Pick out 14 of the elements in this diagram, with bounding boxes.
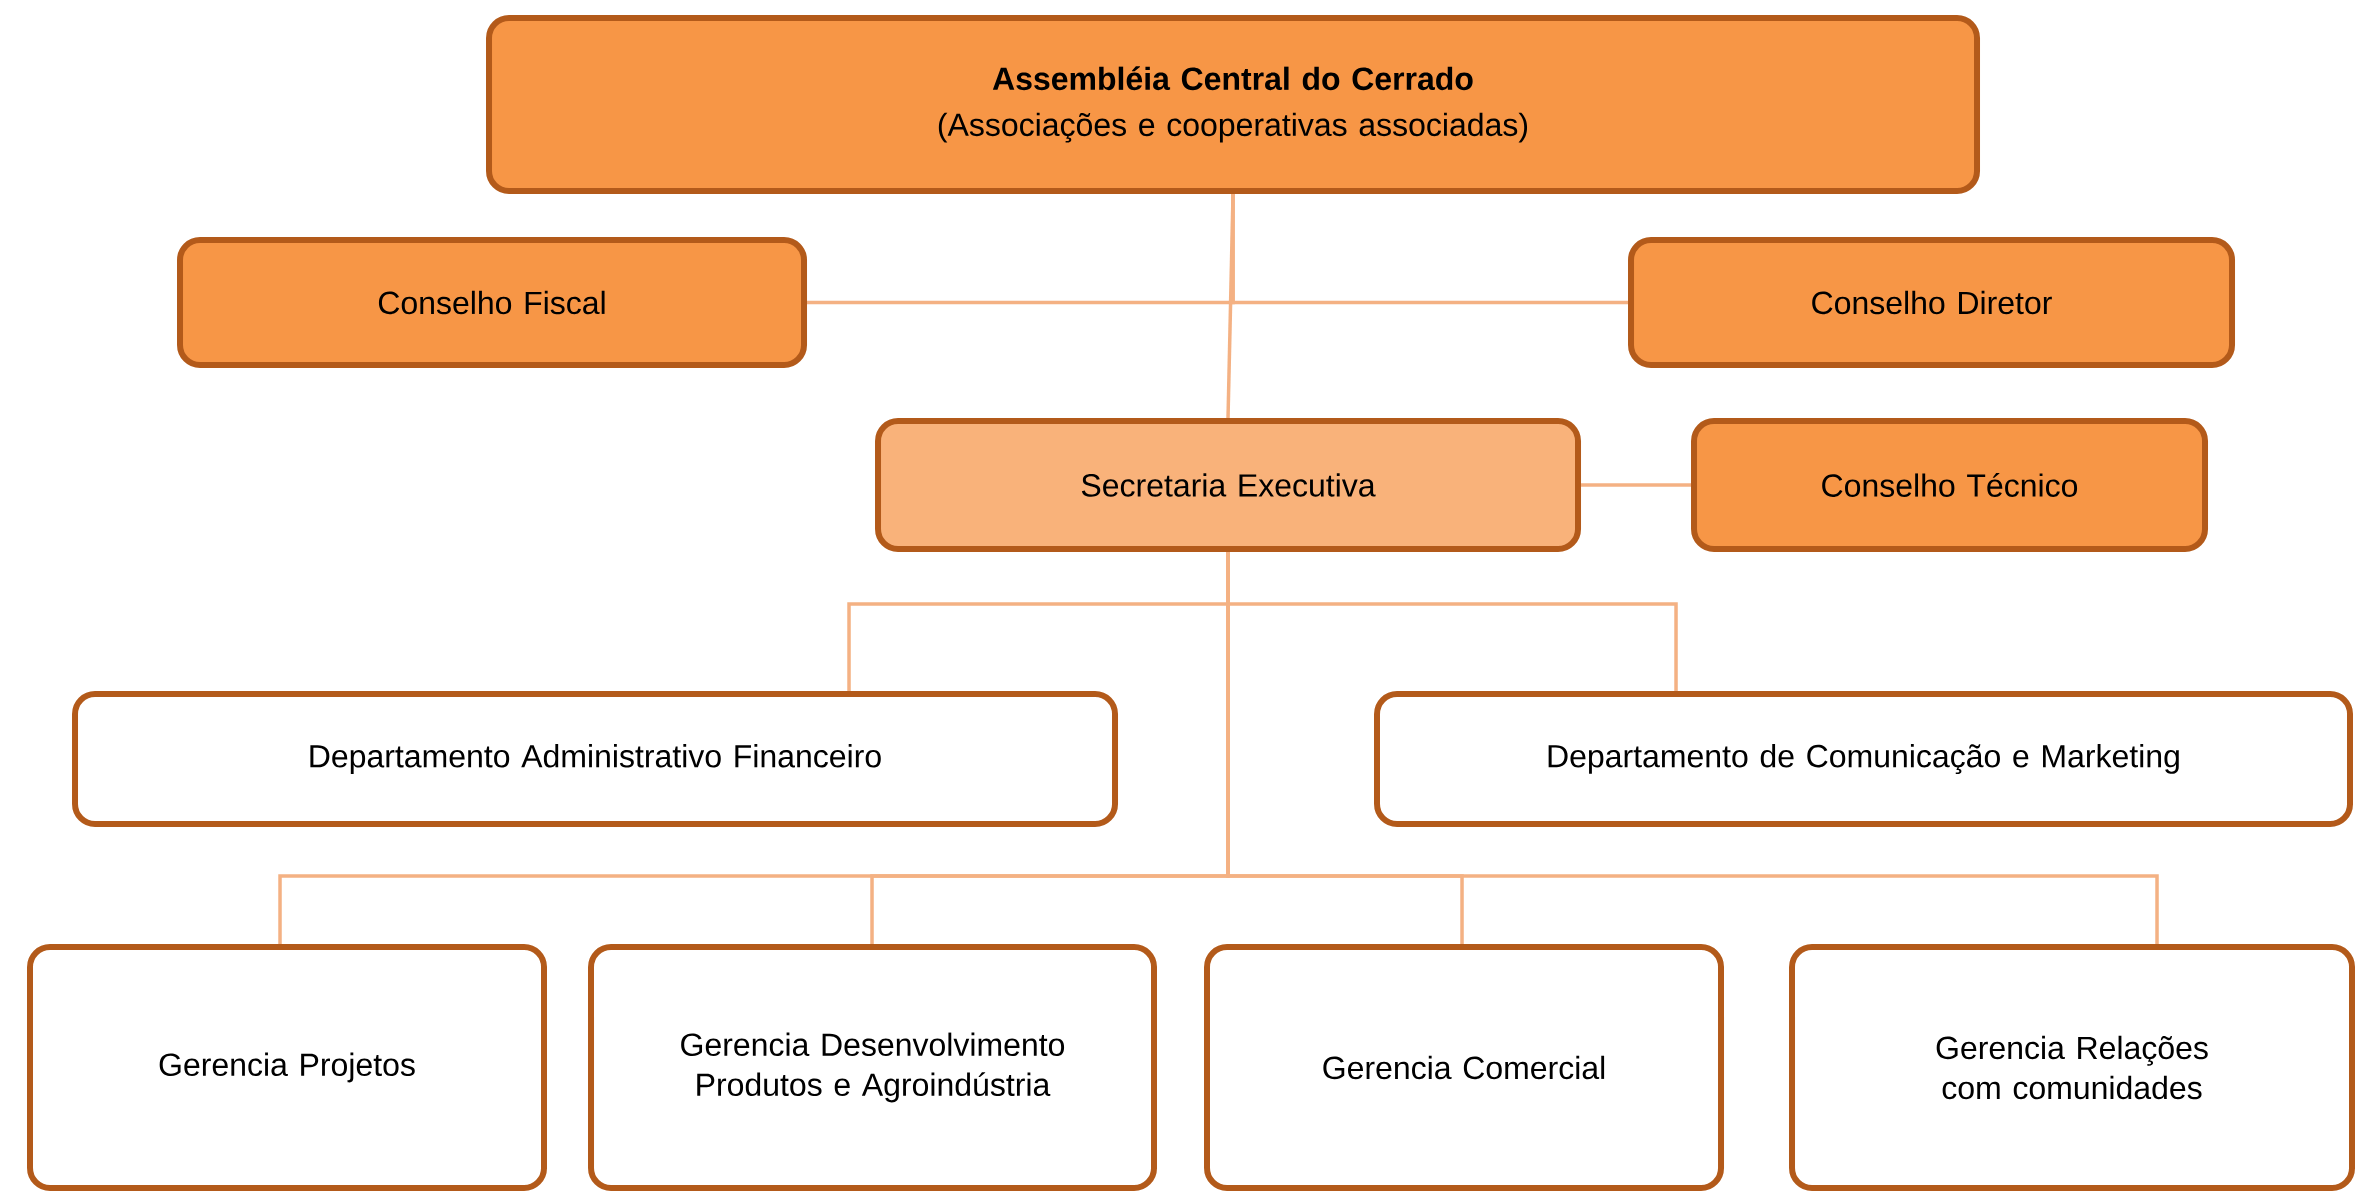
connector-line	[1226, 193, 1235, 419]
org-box: Gerencia Desenvolvimento Produtos e Agroindústria	[588, 944, 1157, 1191]
org-box: Gerencia Comercial	[1204, 944, 1724, 1191]
org-box: Conselho Diretor	[1628, 237, 2235, 368]
org-box: Secretaria Executiva	[875, 418, 1581, 552]
org-box: Conselho Técnico	[1691, 418, 2208, 552]
connector-line	[1581, 483, 1691, 487]
connector-line	[1226, 552, 2159, 944]
org-box: Gerencia Projetos	[27, 944, 547, 1191]
org-box: Gerencia Relações com comunidades	[1789, 944, 2355, 1191]
org-box: Assembléia Central do Cerrado (Associações e cooperativas associadas)	[486, 15, 1980, 194]
org-box: Conselho Fiscal	[177, 237, 807, 368]
org-box: Departamento de Comunicação e Marketing	[1374, 691, 2353, 827]
org-box: Departamento Administrativo Financeiro	[72, 691, 1118, 827]
